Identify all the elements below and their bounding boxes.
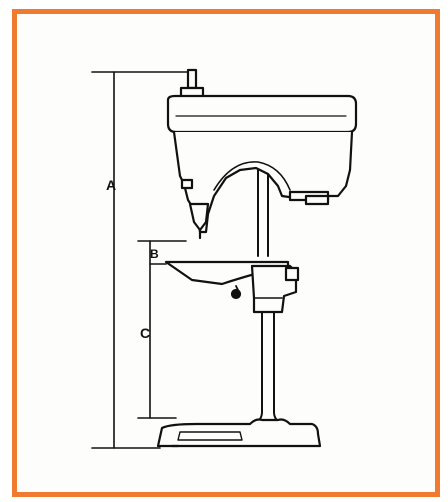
table [164,260,300,314]
top-shaft [179,68,205,100]
dimension-a [91,71,189,449]
base [156,418,322,448]
dimension-b [137,240,187,265]
drill-head [166,94,358,240]
dimension-c [137,240,177,419]
diagram-frame [12,9,440,497]
label-b: B [150,247,159,261]
label-c: C [140,325,150,341]
label-a: A [106,177,116,193]
